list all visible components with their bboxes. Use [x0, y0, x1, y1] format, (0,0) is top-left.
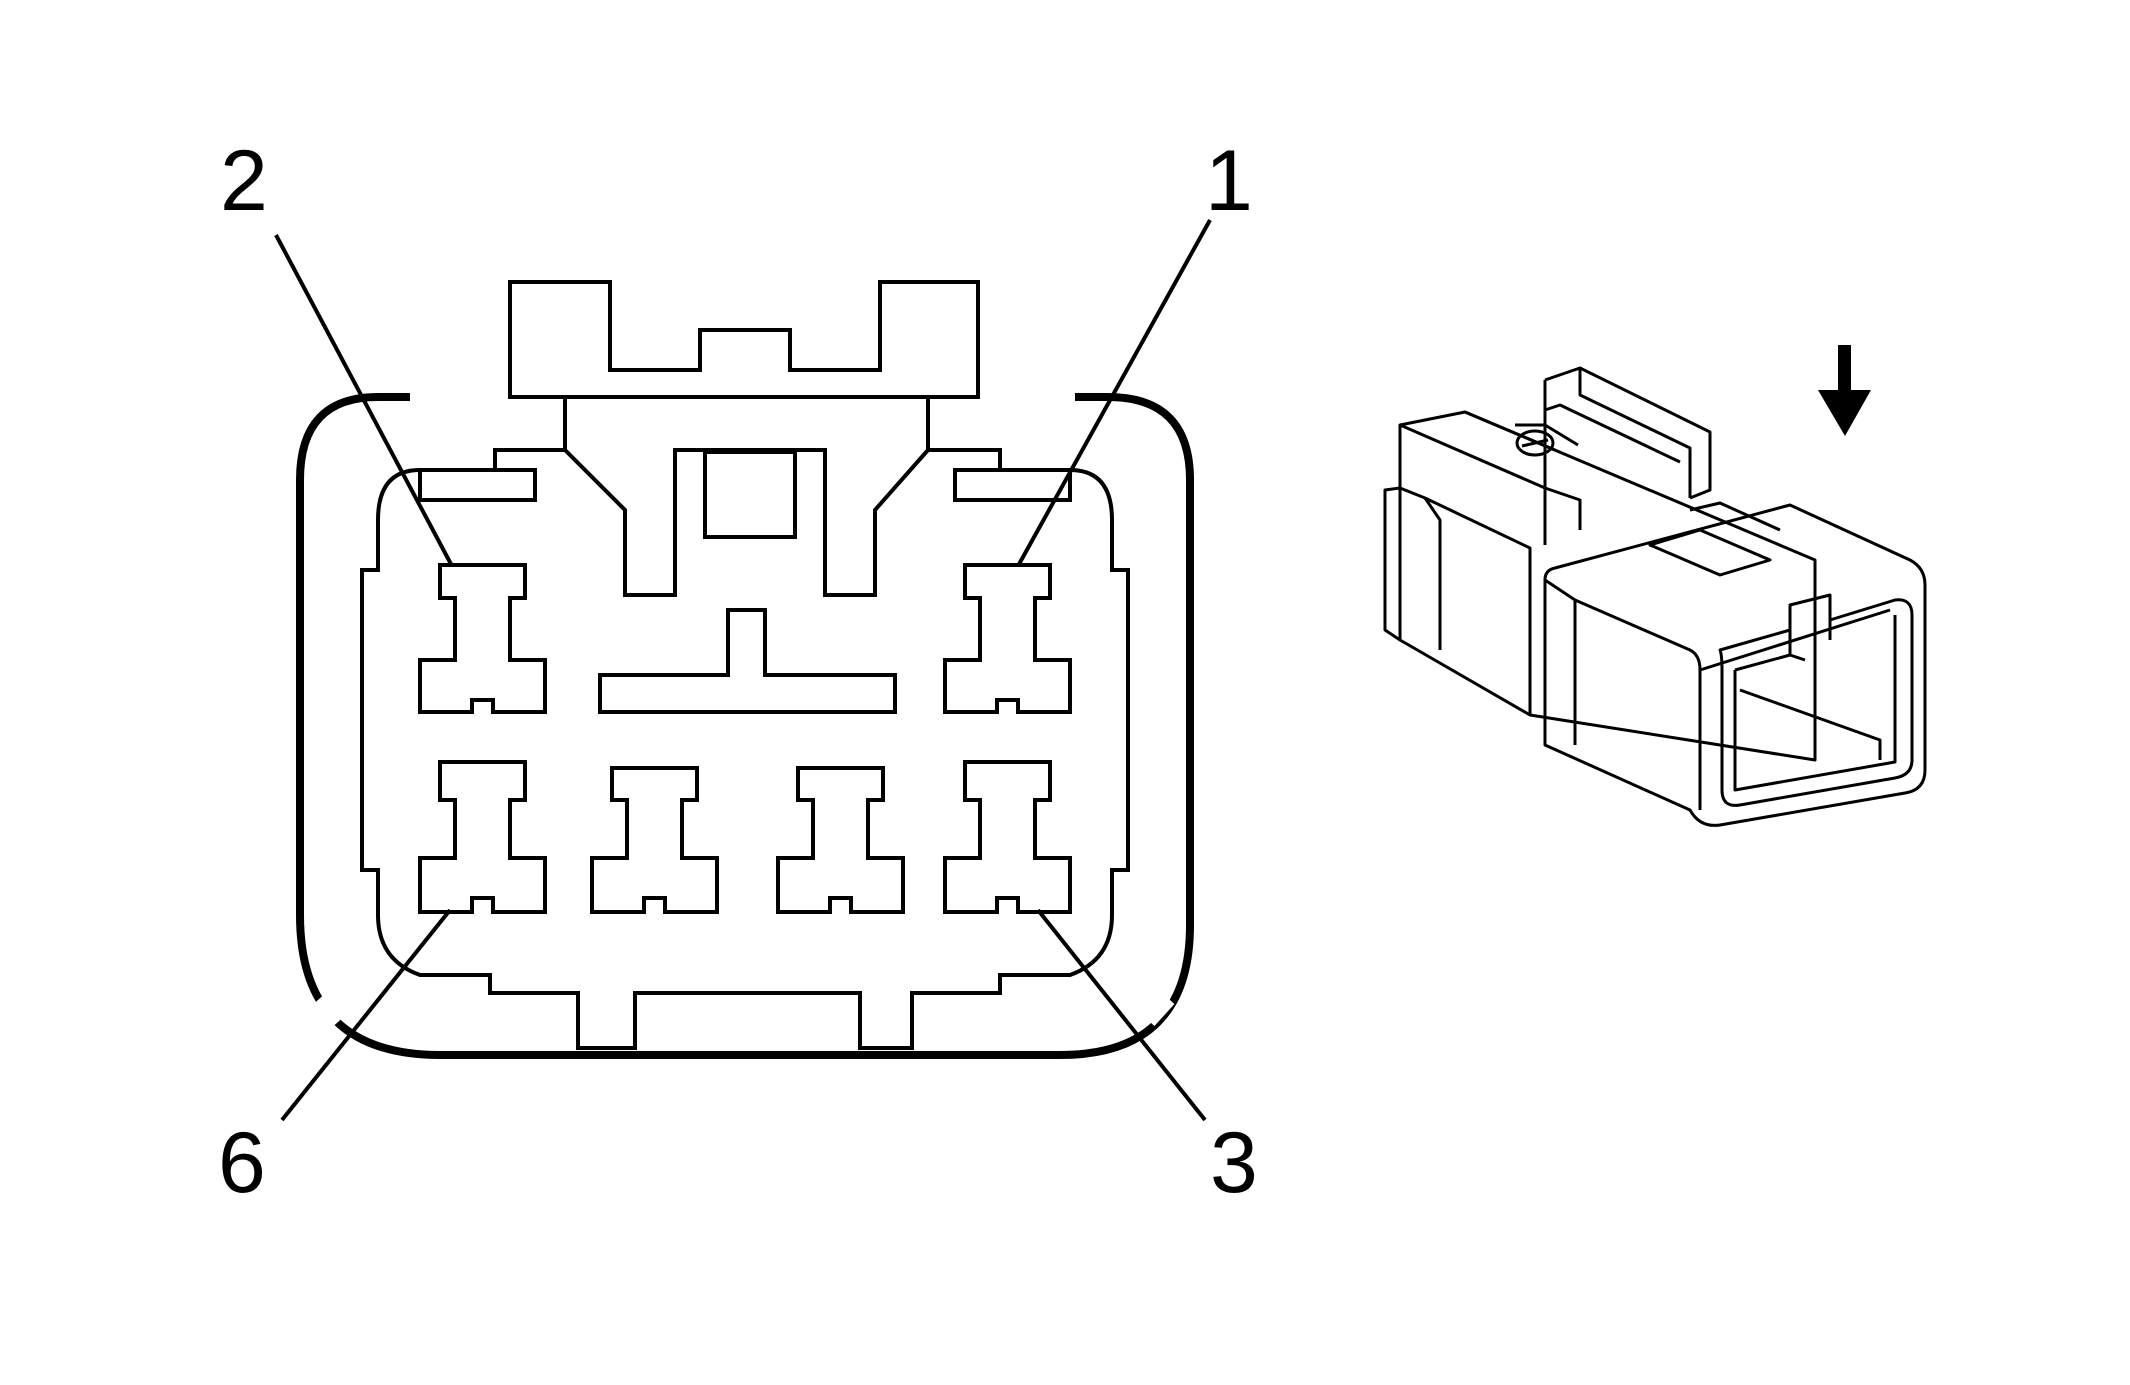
- pin-label-3: 3: [1210, 1115, 1258, 1211]
- down-arrow-icon: [1818, 345, 1871, 436]
- top-latch: [508, 280, 980, 399]
- terminal-pin-2: [418, 563, 547, 714]
- pin-label-2: 2: [220, 133, 268, 229]
- right-ledge: [953, 468, 1072, 502]
- pin-label-1: 1: [1205, 133, 1253, 229]
- connector-face-view: 2 1 6 3: [218, 133, 1258, 1211]
- terminal-pin-5: [590, 766, 719, 914]
- connector-3d-view: [1383, 366, 1927, 827]
- terminal-pin-4: [776, 766, 905, 914]
- terminal-pin-3: [943, 760, 1072, 914]
- leader-line-2: [274, 234, 454, 567]
- housing-outline: [296, 393, 1194, 1059]
- pin-label-6: 6: [218, 1115, 266, 1211]
- t-rib: [598, 608, 897, 714]
- leader-line-3: [1036, 908, 1207, 1122]
- inner-cavity: [360, 397, 1130, 1050]
- terminal-pin-1: [943, 563, 1072, 714]
- terminal-pin-6: [418, 760, 547, 914]
- leader-line-1: [1016, 219, 1212, 567]
- left-ledge: [418, 468, 537, 502]
- leader-line-6: [280, 908, 452, 1122]
- center-key-window: [703, 450, 797, 539]
